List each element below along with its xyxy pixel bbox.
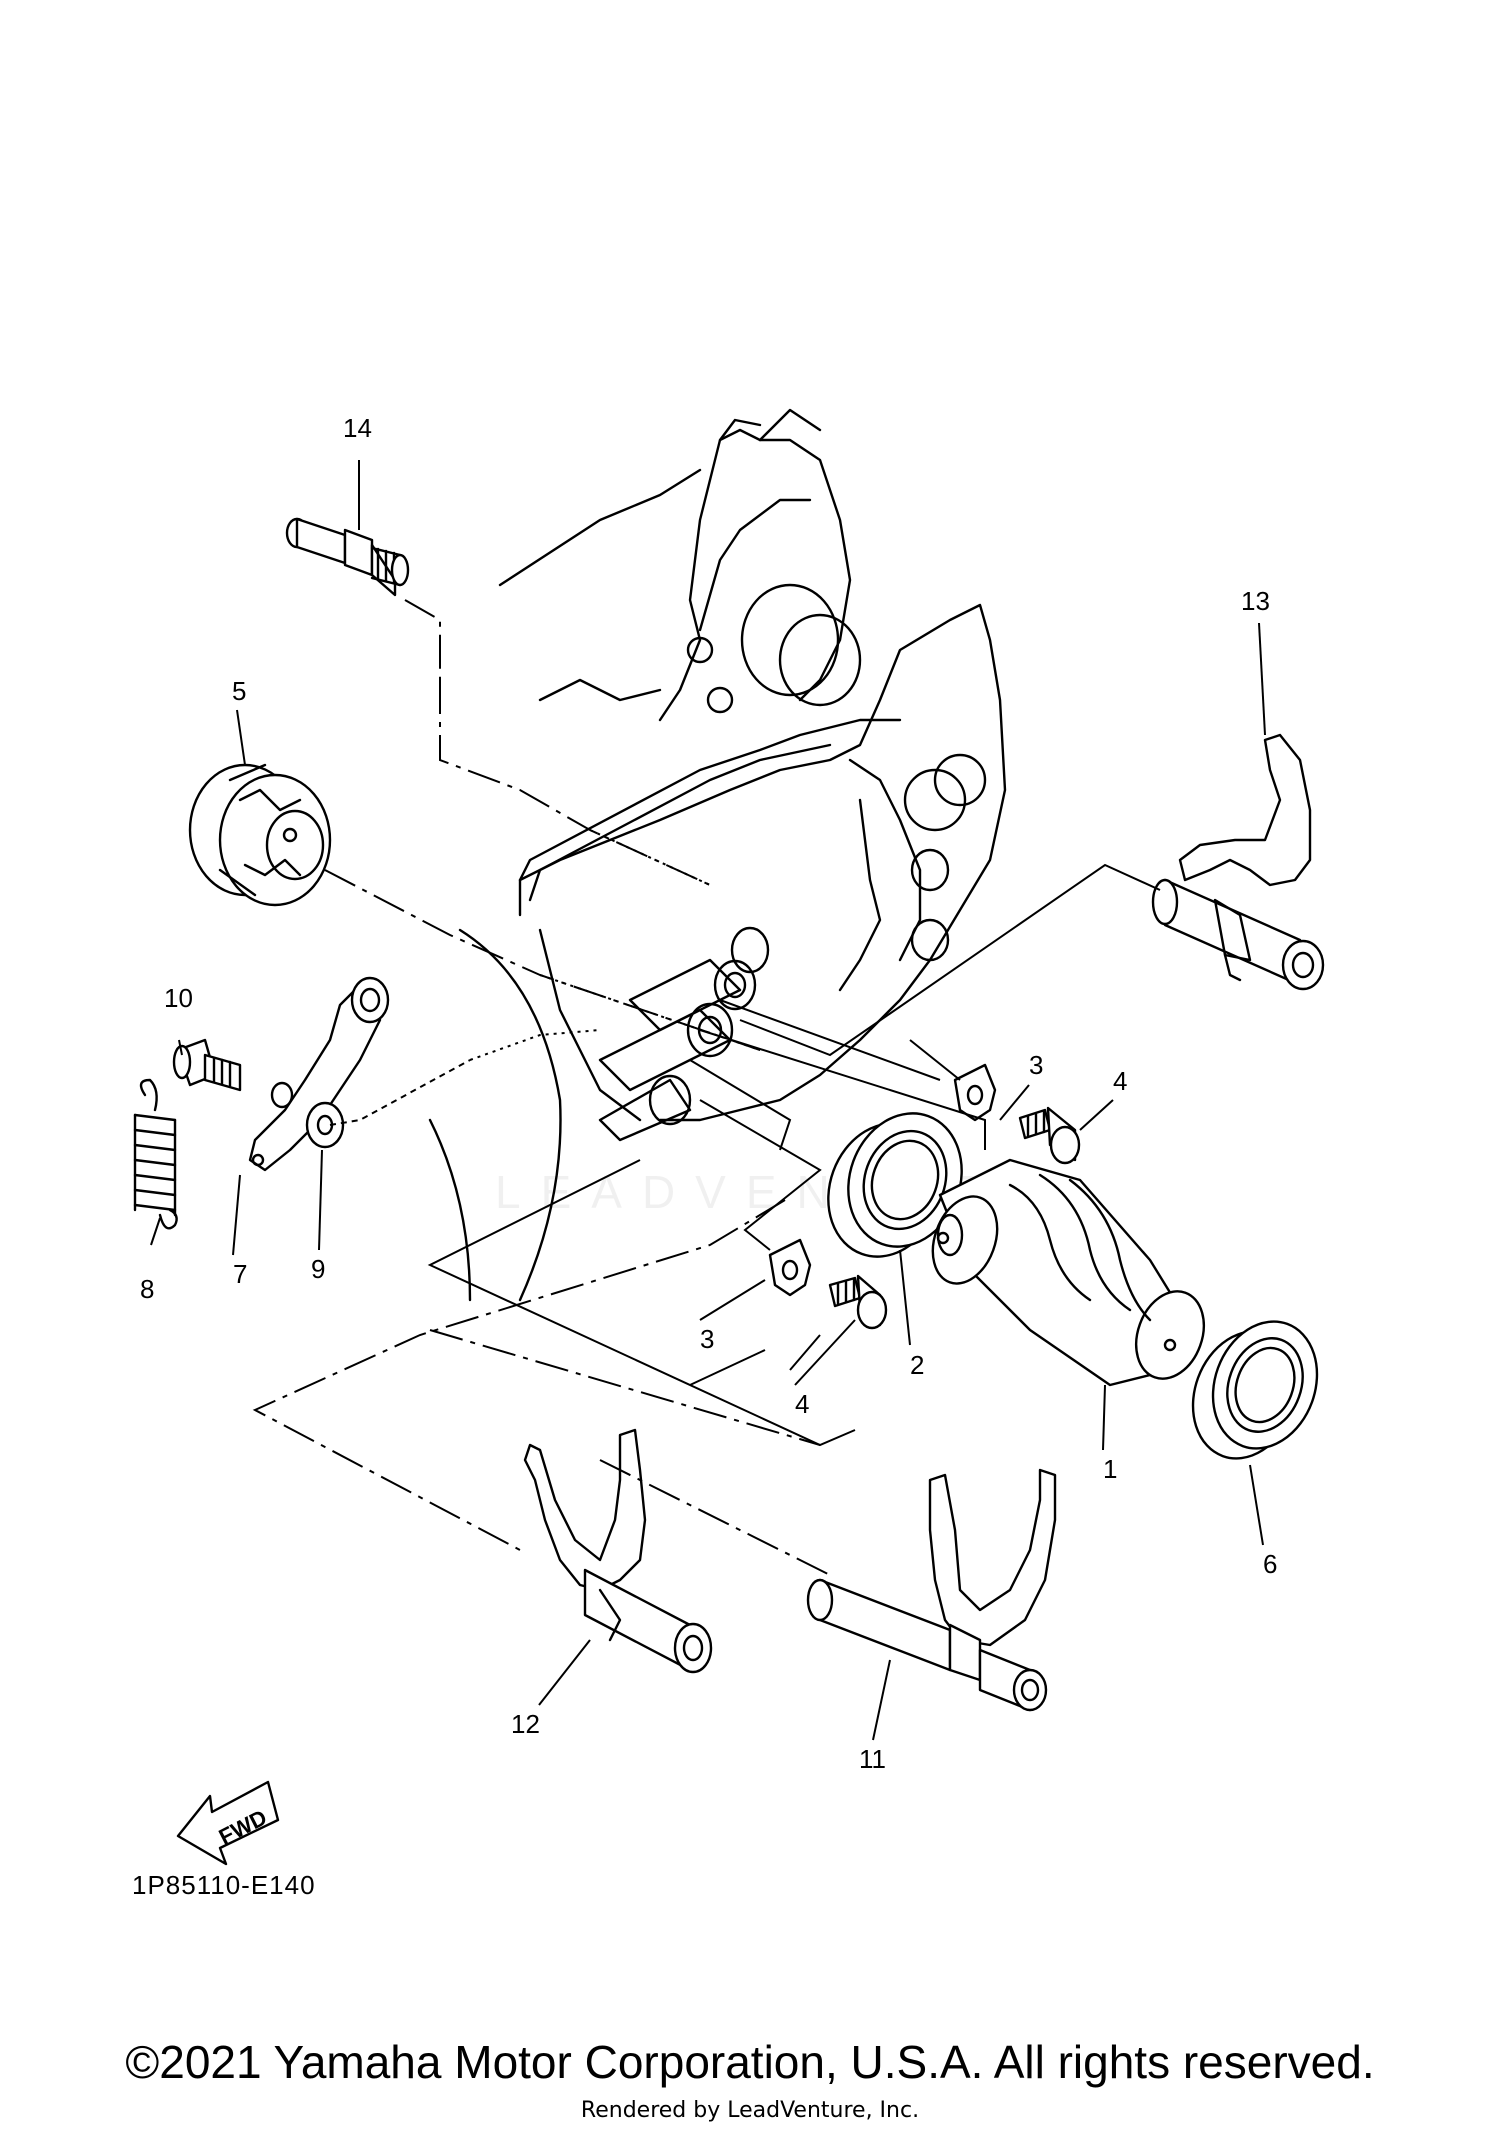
callout-9: 9 bbox=[311, 1254, 325, 1284]
callout-11: 11 bbox=[859, 1744, 886, 1774]
part-1-shift-drum bbox=[931, 1158, 1205, 1387]
part-8-spring bbox=[133, 1078, 178, 1230]
callout-5: 5 bbox=[232, 676, 246, 706]
render-credit: Rendered by LeadVenture, Inc. bbox=[580, 2098, 920, 2123]
part-12-shift-fork bbox=[523, 1428, 713, 1674]
fwd-arrow-icon: FWD bbox=[176, 1780, 280, 1866]
part-10-bolt bbox=[172, 1038, 242, 1092]
callout-12: 12 bbox=[511, 1709, 540, 1739]
part-3-stopper-lower bbox=[768, 1238, 812, 1297]
callout-8: 8 bbox=[140, 1274, 154, 1304]
callout-6: 6 bbox=[1263, 1549, 1277, 1579]
part-3-stopper-upper bbox=[953, 1063, 997, 1122]
part-14-bolt bbox=[285, 517, 410, 597]
callout-1: 1 bbox=[1103, 1454, 1117, 1484]
callout-4-lower: 4 bbox=[795, 1389, 809, 1419]
assembly-lines bbox=[252, 599, 1161, 1576]
callout-leaders bbox=[150, 460, 1266, 1741]
part-4-screw-lower bbox=[828, 1274, 888, 1330]
copyright-notice: ©2021 Yamaha Motor Corporation, U.S.A. A… bbox=[125, 2036, 1375, 2088]
callout-14: 14 bbox=[343, 413, 372, 443]
callout-13: 13 bbox=[1241, 586, 1270, 616]
part-9-washer bbox=[305, 1101, 345, 1149]
callout-numbers: 1 2 3 3 4 4 5 6 7 8 9 10 11 12 13 14 bbox=[140, 413, 1277, 1774]
callout-10: 10 bbox=[164, 983, 193, 1013]
callout-3-lower: 3 bbox=[700, 1324, 714, 1354]
part-13-shift-fork bbox=[1151, 733, 1325, 991]
part-7-lever bbox=[248, 976, 390, 1172]
callout-7: 7 bbox=[233, 1259, 247, 1289]
diagram-reference-code: 1P85110-E140 bbox=[132, 1870, 316, 1900]
part-6-bearing bbox=[1191, 1320, 1319, 1460]
part-11-shift-fork bbox=[806, 1468, 1057, 1712]
callout-3-upper: 3 bbox=[1029, 1050, 1043, 1080]
part-2-bearing bbox=[827, 1112, 963, 1258]
callout-4-upper: 4 bbox=[1113, 1066, 1127, 1096]
part-4-screw-upper bbox=[1018, 1106, 1081, 1165]
part-5-segment bbox=[188, 763, 332, 907]
callout-2: 2 bbox=[910, 1350, 924, 1380]
crankcase-half bbox=[428, 408, 1007, 1302]
